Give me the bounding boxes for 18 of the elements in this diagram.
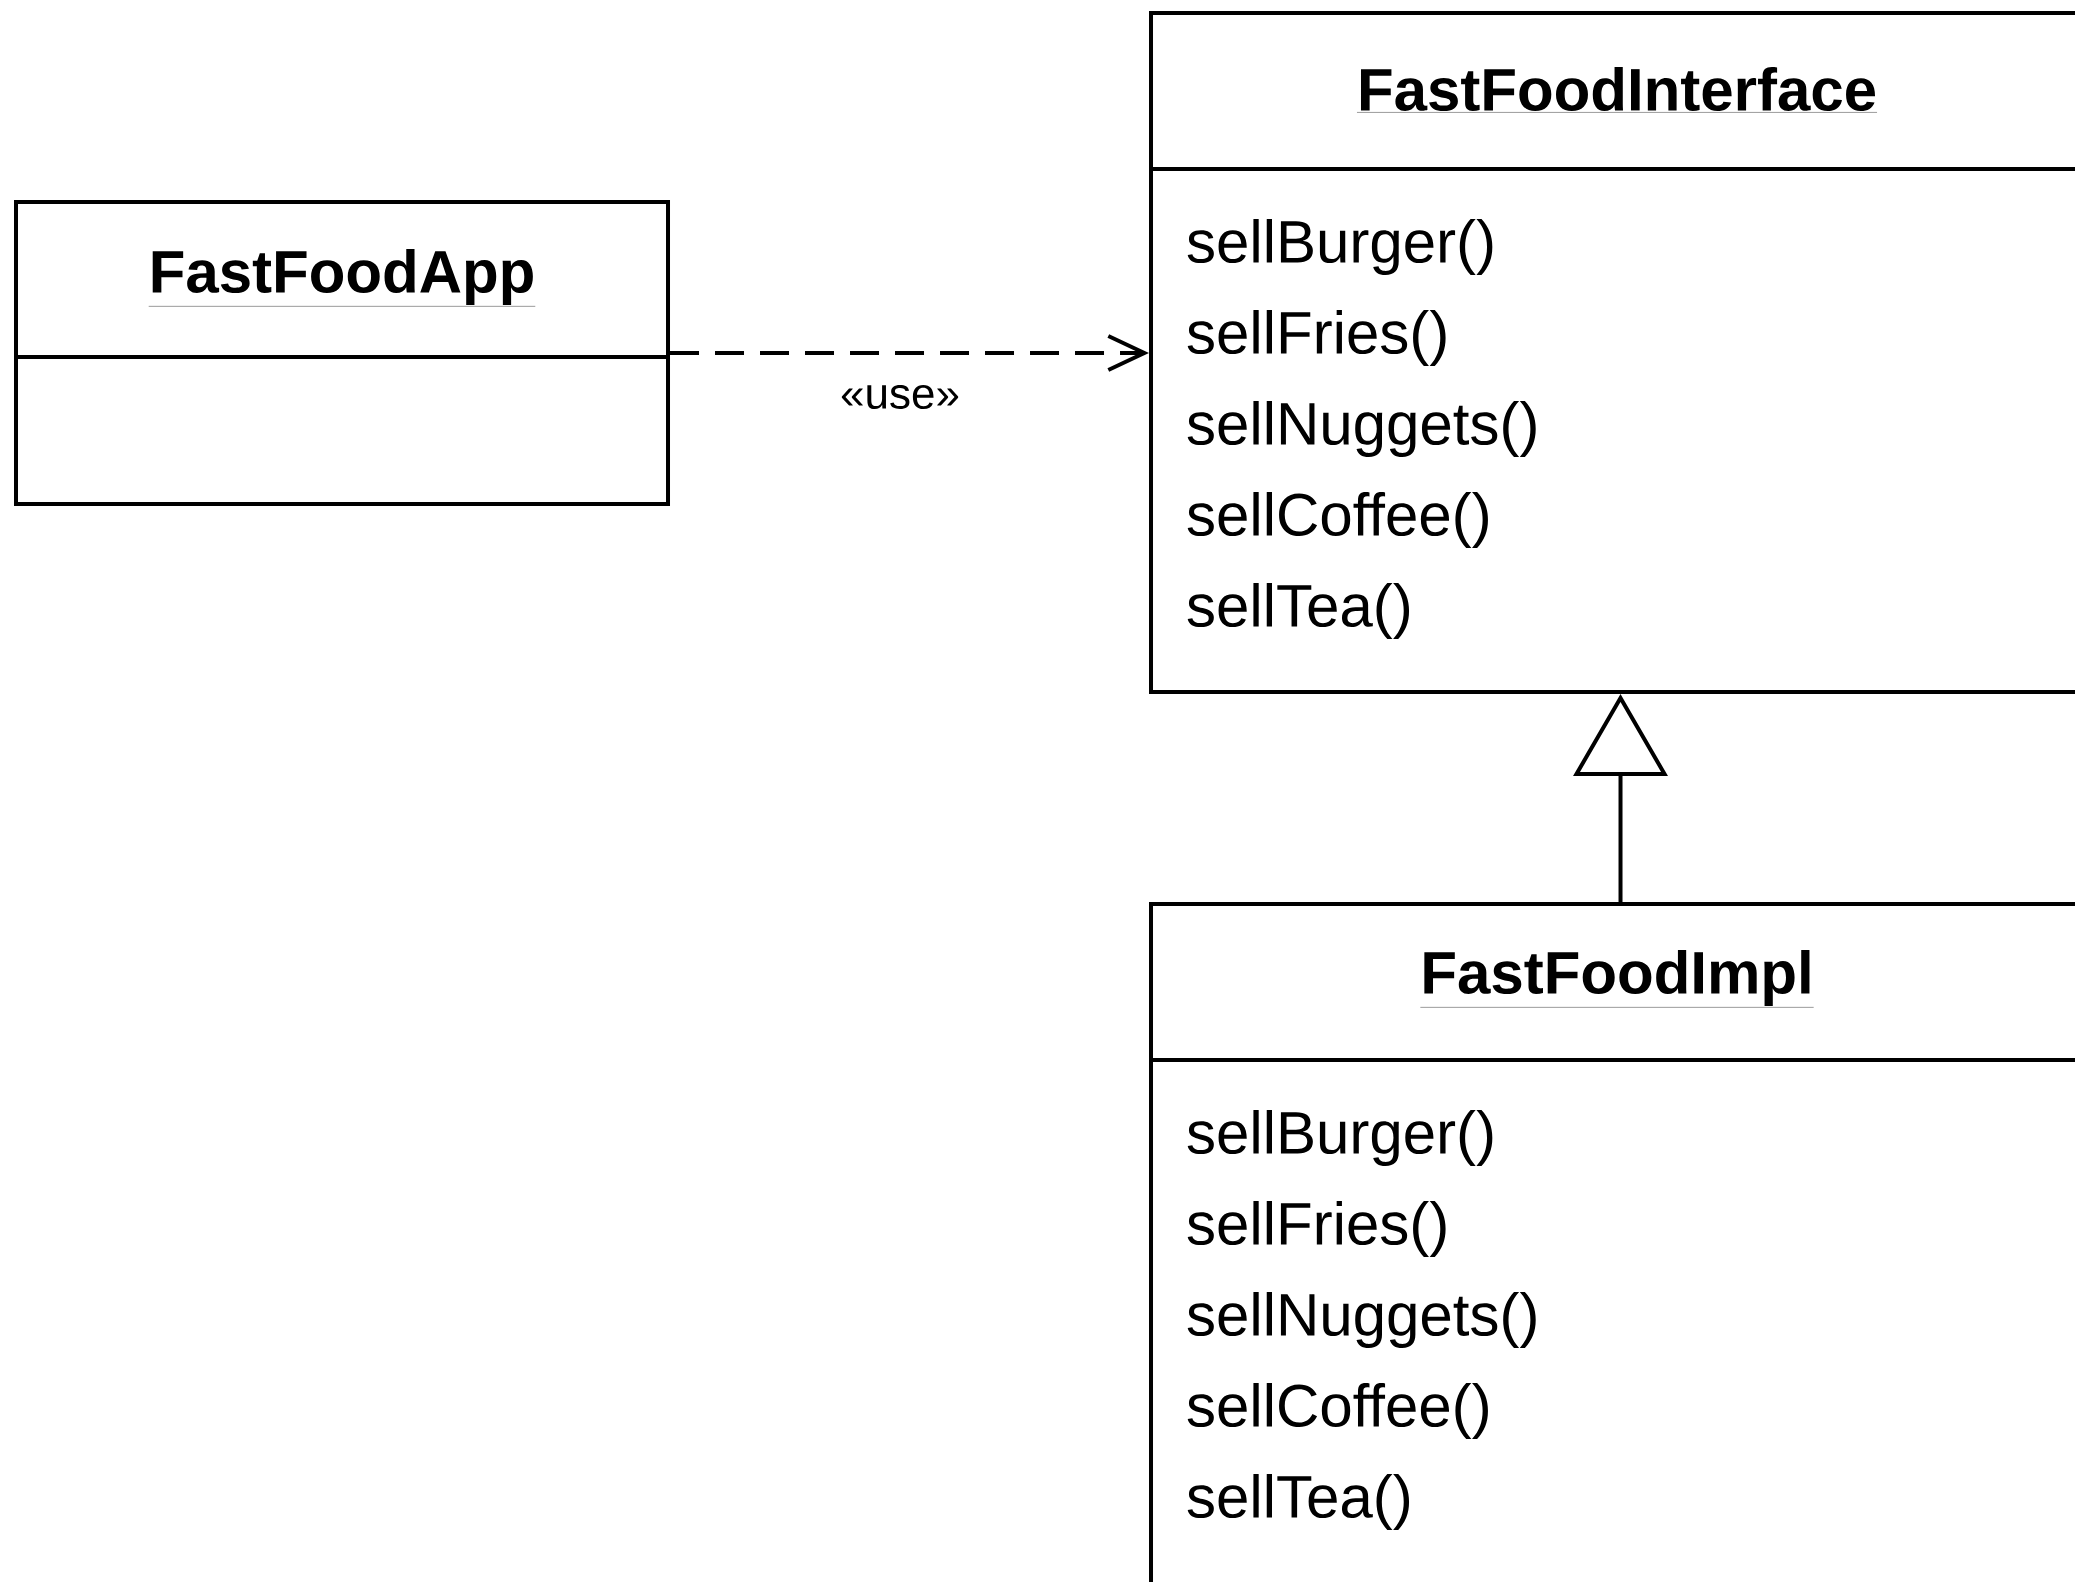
method-name: sellFries() [1187, 1201, 1446, 1257]
class-name: FastFoodImpl [1420, 950, 1814, 1008]
class-box [1149, 902, 2075, 1582]
method-name: sellCoffee() [1187, 492, 1488, 548]
method-name: sellTea() [1187, 1474, 1410, 1530]
arrow [670, 334, 1149, 372]
method-name: sellFries() [1187, 310, 1446, 366]
class-name: FastFoodApp [148, 249, 536, 307]
method-name: sellBurger() [1187, 219, 1493, 275]
method-name: sellCoffee() [1187, 1383, 1488, 1439]
edge-label: «use» [841, 384, 959, 410]
method-name: sellNuggets() [1187, 401, 1536, 457]
class-box [1149, 11, 2075, 694]
class-box [14, 200, 670, 506]
class-name: FastFoodInterface [1356, 66, 1878, 113]
method-name: sellTea() [1187, 583, 1410, 639]
method-name: sellNuggets() [1187, 1292, 1536, 1348]
method-name: sellBurger() [1187, 1110, 1493, 1166]
